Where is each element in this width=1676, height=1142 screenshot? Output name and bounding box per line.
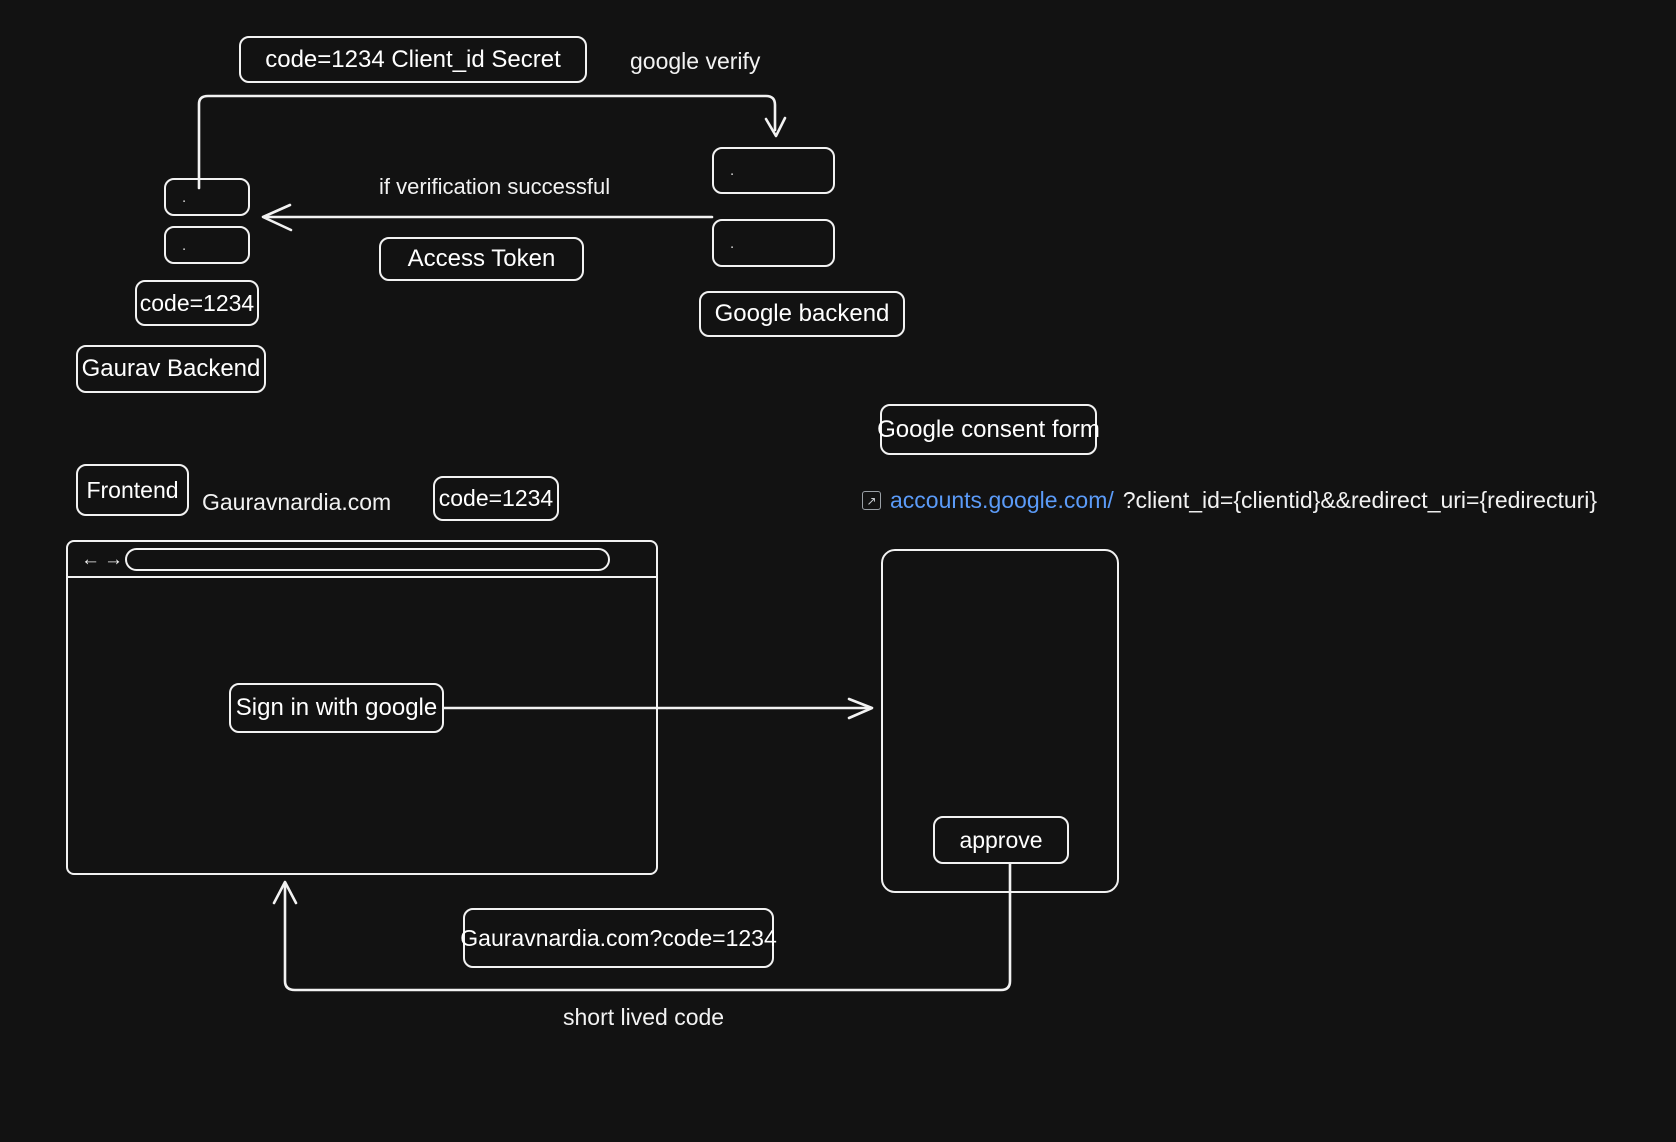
browser-address-bar[interactable] [125,548,610,571]
google-consent-form-box: Google consent form [877,404,1100,455]
google-backend-box: Google backend [699,291,905,337]
consent-url-row[interactable]: ↗ accounts.google.com/ ?client_id={clien… [862,487,1597,514]
token-request-text: code=1234 Client_id Secret [265,45,561,73]
frontend-domain-label: Gauravnardia.com [202,489,392,515]
short-lived-code-label: short lived code [563,1004,725,1030]
backend-code-box: code=1234 [135,280,259,326]
approve-button[interactable]: approve [933,816,1069,864]
external-link-icon: ↗ [862,491,881,510]
sign-in-with-google-button[interactable]: Sign in with google [229,683,444,733]
forward-arrow-icon[interactable]: → [104,548,123,570]
browser-window-mock: ← → [66,540,658,875]
google-consent-panel [881,549,1119,893]
browser-nav-arrows[interactable]: ← → [81,550,123,569]
access-token-box: Access Token [379,237,584,281]
frontend-code-box: code=1234 [433,476,559,521]
gaurav-placeholder-box-2: . [164,226,250,264]
url-query-text: ?client_id={clientid}&&redirect_uri={red… [1122,487,1598,513]
frontend-box: Frontend [76,464,189,516]
browser-chrome: ← → [68,542,656,578]
redirect-url-box: Gauravnardia.com?code=1234 [460,908,777,968]
gaurav-backend-box: Gaurav Backend [76,345,266,393]
google-placeholder-box-1: . [712,147,835,194]
google-placeholder-box-2: . [712,219,835,267]
verification-successful-label: if verification successful [379,174,611,199]
gaurav-placeholder-box-1: . [164,178,250,216]
token-request-box: code=1234 Client_id Secret [239,36,587,83]
back-arrow-icon[interactable]: ← [81,548,100,570]
accounts-google-link[interactable]: accounts.google.com/ [890,487,1114,513]
google-verify-label: google verify [630,48,761,74]
